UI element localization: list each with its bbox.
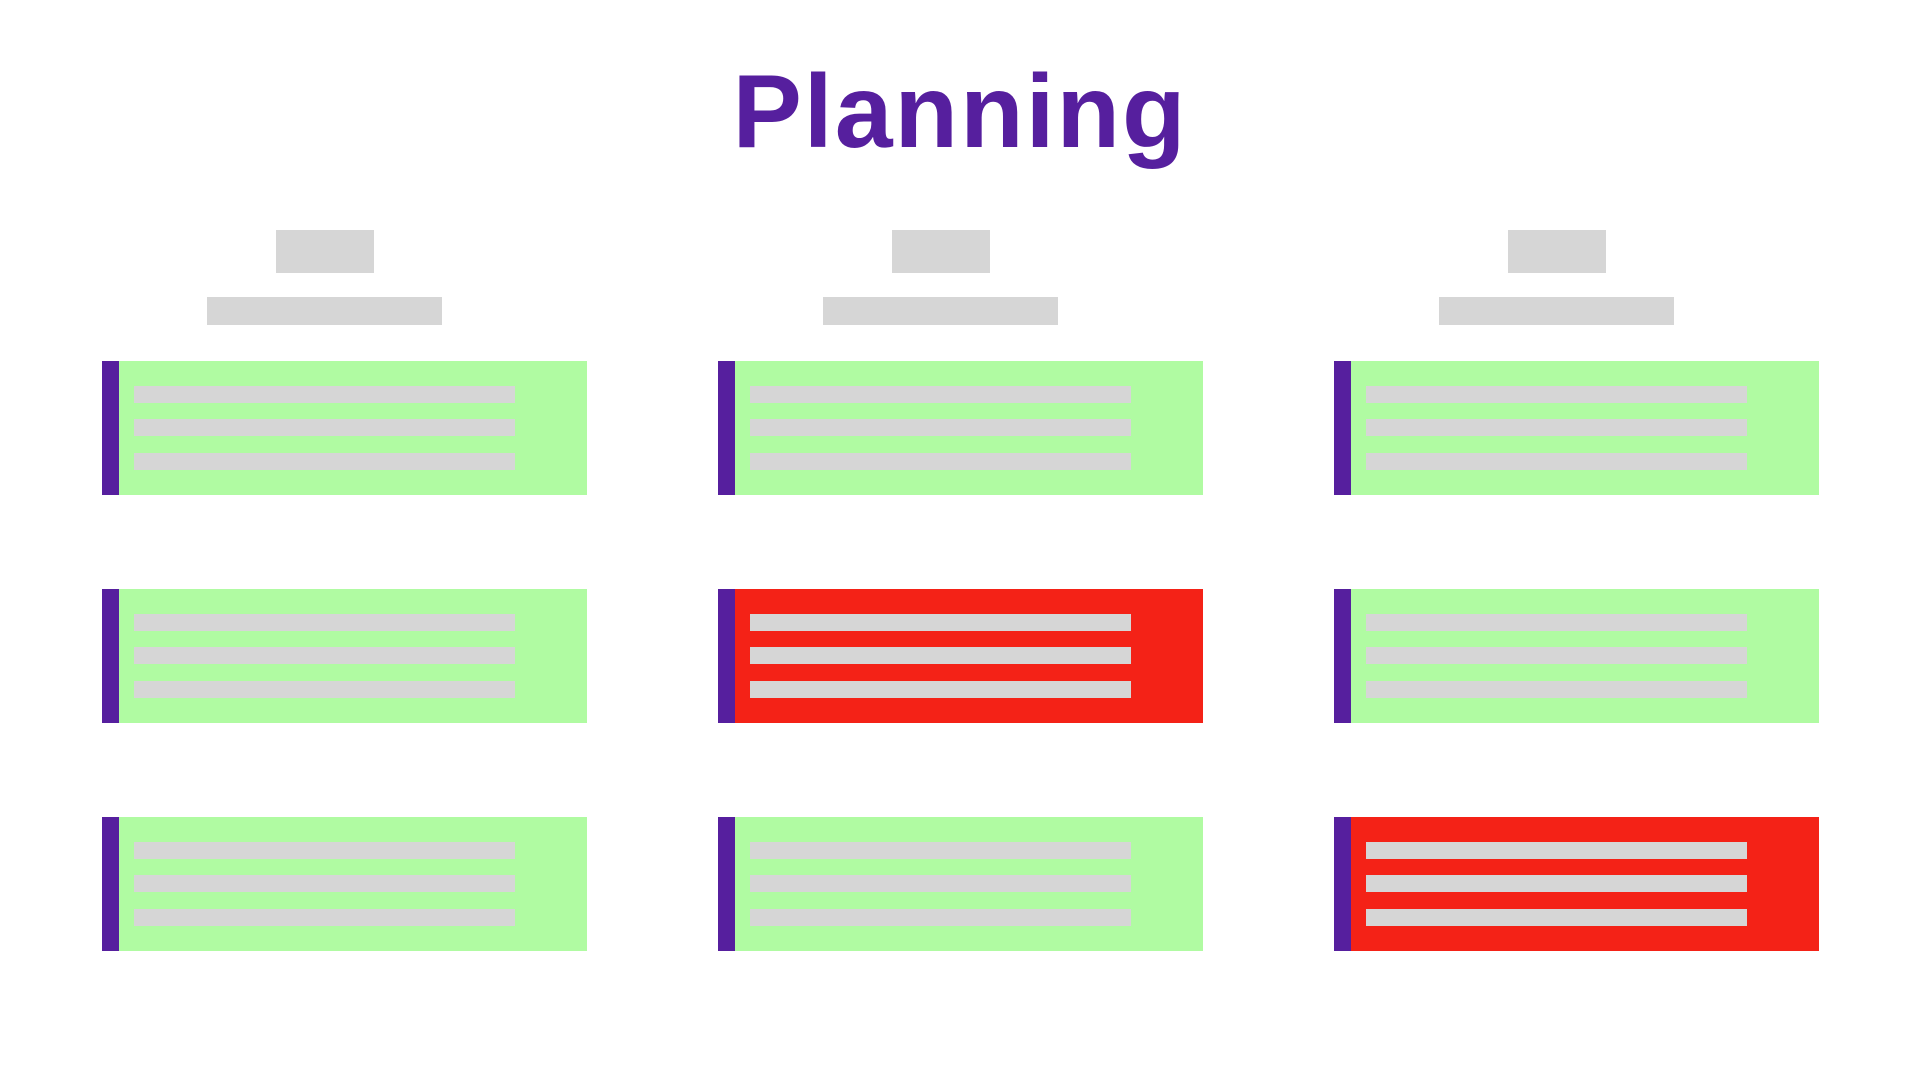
column-subtitle-placeholder [1439, 297, 1674, 325]
card-accent-strip [718, 361, 735, 495]
card-accent-strip [718, 589, 735, 723]
card-text-placeholder [134, 453, 515, 470]
card-text-placeholder [750, 681, 1131, 698]
task-card-alert[interactable] [1334, 817, 1819, 951]
card-text-placeholder [134, 386, 515, 403]
card-text-placeholder [750, 386, 1131, 403]
card-text-placeholder [1366, 453, 1747, 470]
task-card[interactable] [1334, 589, 1819, 723]
card-accent-strip [102, 817, 119, 951]
card-text-placeholder [1366, 647, 1747, 664]
task-card[interactable] [718, 361, 1203, 495]
column-title-placeholder [1508, 230, 1606, 273]
column-subtitle-placeholder [823, 297, 1058, 325]
card-text-placeholder [1366, 419, 1747, 436]
card-text-placeholder [750, 842, 1131, 859]
card-accent-strip [1334, 589, 1351, 723]
page-title: Planning [732, 54, 1188, 170]
column-title-placeholder [276, 230, 374, 273]
column-title-placeholder [892, 230, 990, 273]
column-subtitle-placeholder [207, 297, 442, 325]
card-accent-strip [102, 361, 119, 495]
card-text-placeholder [1366, 909, 1747, 926]
card-text-placeholder [1366, 842, 1747, 859]
task-card[interactable] [718, 817, 1203, 951]
card-text-placeholder [134, 614, 515, 631]
card-text-placeholder [750, 909, 1131, 926]
card-accent-strip [718, 817, 735, 951]
card-text-placeholder [1366, 386, 1747, 403]
card-accent-strip [1334, 361, 1351, 495]
card-text-placeholder [750, 453, 1131, 470]
card-text-placeholder [1366, 875, 1747, 892]
task-card[interactable] [102, 817, 587, 951]
card-accent-strip [1334, 817, 1351, 951]
task-card[interactable] [102, 589, 587, 723]
card-accent-strip [102, 589, 119, 723]
card-text-placeholder [750, 614, 1131, 631]
card-text-placeholder [1366, 681, 1747, 698]
card-text-placeholder [750, 419, 1131, 436]
card-text-placeholder [134, 909, 515, 926]
card-text-placeholder [1366, 614, 1747, 631]
card-text-placeholder [134, 875, 515, 892]
task-card-alert[interactable] [718, 589, 1203, 723]
card-text-placeholder [750, 875, 1131, 892]
card-text-placeholder [134, 681, 515, 698]
task-card[interactable] [102, 361, 587, 495]
card-text-placeholder [750, 647, 1131, 664]
card-text-placeholder [134, 419, 515, 436]
task-card[interactable] [1334, 361, 1819, 495]
card-text-placeholder [134, 647, 515, 664]
card-text-placeholder [134, 842, 515, 859]
